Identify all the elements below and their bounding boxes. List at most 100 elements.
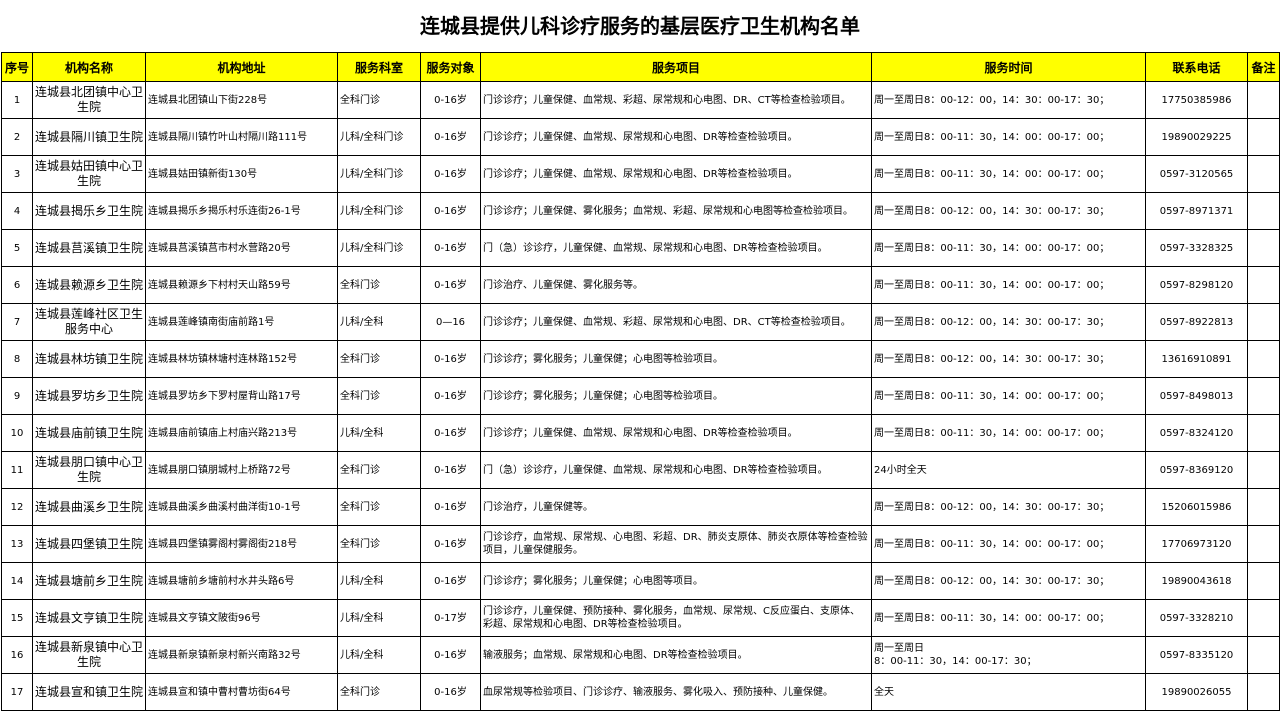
cell-note [1247, 599, 1280, 637]
header-time: 服务时间 [871, 52, 1146, 82]
cell-time: 周一至周日8：00-11：30，14：00：00-17：00； [871, 266, 1146, 304]
cell-dept: 全科门诊 [337, 81, 421, 119]
cell-name: 连城县庙前镇卫生院 [32, 414, 146, 452]
cell-items: 门诊诊疗；雾化服务；儿童保健；心电图等项目。 [480, 562, 872, 600]
cell-dept: 全科门诊 [337, 266, 421, 304]
cell-no: 17 [1, 673, 33, 711]
header-no: 序号 [1, 52, 33, 82]
cell-target: 0-16岁 [420, 377, 481, 415]
cell-phone: 0597-8298120 [1145, 266, 1248, 304]
cell-dept: 全科门诊 [337, 488, 421, 526]
cell-no: 1 [1, 81, 33, 119]
cell-name: 连城县新泉镇中心卫生院 [32, 636, 146, 674]
cell-name: 连城县隔川镇卫生院 [32, 118, 146, 156]
cell-items: 门诊治疗，儿童保健等。 [480, 488, 872, 526]
cell-target: 0-17岁 [420, 599, 481, 637]
cell-name: 连城县文亨镇卫生院 [32, 599, 146, 637]
cell-name: 连城县四堡镇卫生院 [32, 525, 146, 563]
cell-no: 3 [1, 155, 33, 193]
cell-address: 连城县曲溪乡曲溪村曲洋街10-1号 [145, 488, 338, 526]
cell-note [1247, 229, 1280, 267]
cell-address: 连城县塘前乡塘前村水井头路6号 [145, 562, 338, 600]
cell-items: 门（急）诊诊疗，儿童保健、血常规、尿常规和心电图、DR等检查检验项目。 [480, 451, 872, 489]
cell-note [1247, 303, 1280, 341]
cell-time: 周一至周日8：00-11：30，14：00：00-17：00； [871, 599, 1146, 637]
cell-phone: 19890029225 [1145, 118, 1248, 156]
cell-no: 4 [1, 192, 33, 230]
cell-phone: 0597-8922813 [1145, 303, 1248, 341]
cell-items: 门诊诊疗；雾化服务；儿童保健；心电图等检验项目。 [480, 377, 872, 415]
cell-note [1247, 488, 1280, 526]
header-target: 服务对象 [420, 52, 481, 82]
cell-phone: 17706973120 [1145, 525, 1248, 563]
cell-dept: 儿科/全科门诊 [337, 155, 421, 193]
cell-note [1247, 118, 1280, 156]
cell-note [1247, 266, 1280, 304]
cell-dept: 儿科/全科 [337, 562, 421, 600]
table-header-row: 序号 机构名称 机构地址 服务科室 服务对象 服务项目 服务时间 联系电话 备注 [1, 52, 1280, 82]
cell-address: 连城县赖源乡下村村天山路59号 [145, 266, 338, 304]
cell-note [1247, 636, 1280, 674]
cell-items: 门诊诊疗；儿童保健、血常规、尿常规和心电图、DR等检查检验项目。 [480, 155, 872, 193]
cell-time: 周一至周日8：00-12：00，14：30：00-17：30； [871, 488, 1146, 526]
cell-note [1247, 192, 1280, 230]
cell-time: 周一至周日8：00-11：30，14：00：00-17：00； [871, 414, 1146, 452]
cell-address: 连城县文亨镇文陂街96号 [145, 599, 338, 637]
cell-items: 输液服务；血常规、尿常规和心电图、DR等检查检验项目。 [480, 636, 872, 674]
cell-name: 连城县莲峰社区卫生服务中心 [32, 303, 146, 341]
header-phone: 联系电话 [1145, 52, 1248, 82]
cell-phone: 0597-8971371 [1145, 192, 1248, 230]
cell-target: 0-16岁 [420, 81, 481, 119]
header-name: 机构名称 [32, 52, 146, 82]
cell-target: 0-16岁 [420, 488, 481, 526]
cell-target: 0-16岁 [420, 155, 481, 193]
header-note: 备注 [1247, 52, 1280, 82]
cell-address: 连城县四堡镇雾阁村雾阁街218号 [145, 525, 338, 563]
cell-address: 连城县隔川镇竹叶山村隔川路111号 [145, 118, 338, 156]
cell-dept: 全科门诊 [337, 451, 421, 489]
cell-note [1247, 451, 1280, 489]
cell-phone: 19890026055 [1145, 673, 1248, 711]
cell-note [1247, 155, 1280, 193]
cell-time: 周一至周日8：00-12：00，14：30：00-17：30； [871, 192, 1146, 230]
cell-dept: 全科门诊 [337, 525, 421, 563]
cell-address: 连城县罗坊乡下罗村屋背山路17号 [145, 377, 338, 415]
cell-no: 15 [1, 599, 33, 637]
cell-note [1247, 525, 1280, 563]
cell-items: 门诊诊疗，儿童保健、预防接种、雾化服务，血常规、尿常规、C反应蛋白、支原体、彩超… [480, 599, 872, 637]
cell-target: 0-16岁 [420, 118, 481, 156]
cell-items: 门诊诊疗；儿童保健、血常规、尿常规和心电图、DR等检查检验项目。 [480, 118, 872, 156]
cell-phone: 0597-3328325 [1145, 229, 1248, 267]
cell-items: 门诊诊疗；儿童保健、血常规、彩超、尿常规和心电图、DR、CT等检查检验项目。 [480, 81, 872, 119]
cell-time: 周一至周日 8：00-11：30，14：00-17：30； [871, 636, 1146, 674]
cell-phone: 0597-3328210 [1145, 599, 1248, 637]
cell-note [1247, 562, 1280, 600]
cell-time: 周一至周日8：00-11：30，14：00：00-17：00； [871, 377, 1146, 415]
cell-phone: 0597-3120565 [1145, 155, 1248, 193]
cell-items: 门诊治疗、儿童保健、雾化服务等。 [480, 266, 872, 304]
cell-name: 连城县莒溪镇卫生院 [32, 229, 146, 267]
header-dept: 服务科室 [337, 52, 421, 82]
cell-no: 10 [1, 414, 33, 452]
header-address: 机构地址 [145, 52, 338, 82]
cell-no: 8 [1, 340, 33, 378]
cell-target: 0-16岁 [420, 636, 481, 674]
cell-target: 0—16 [420, 303, 481, 341]
cell-phone: 19890043618 [1145, 562, 1248, 600]
cell-items: 门诊诊疗；雾化服务；儿童保健；心电图等检验项目。 [480, 340, 872, 378]
cell-note [1247, 340, 1280, 378]
cell-note [1247, 81, 1280, 119]
